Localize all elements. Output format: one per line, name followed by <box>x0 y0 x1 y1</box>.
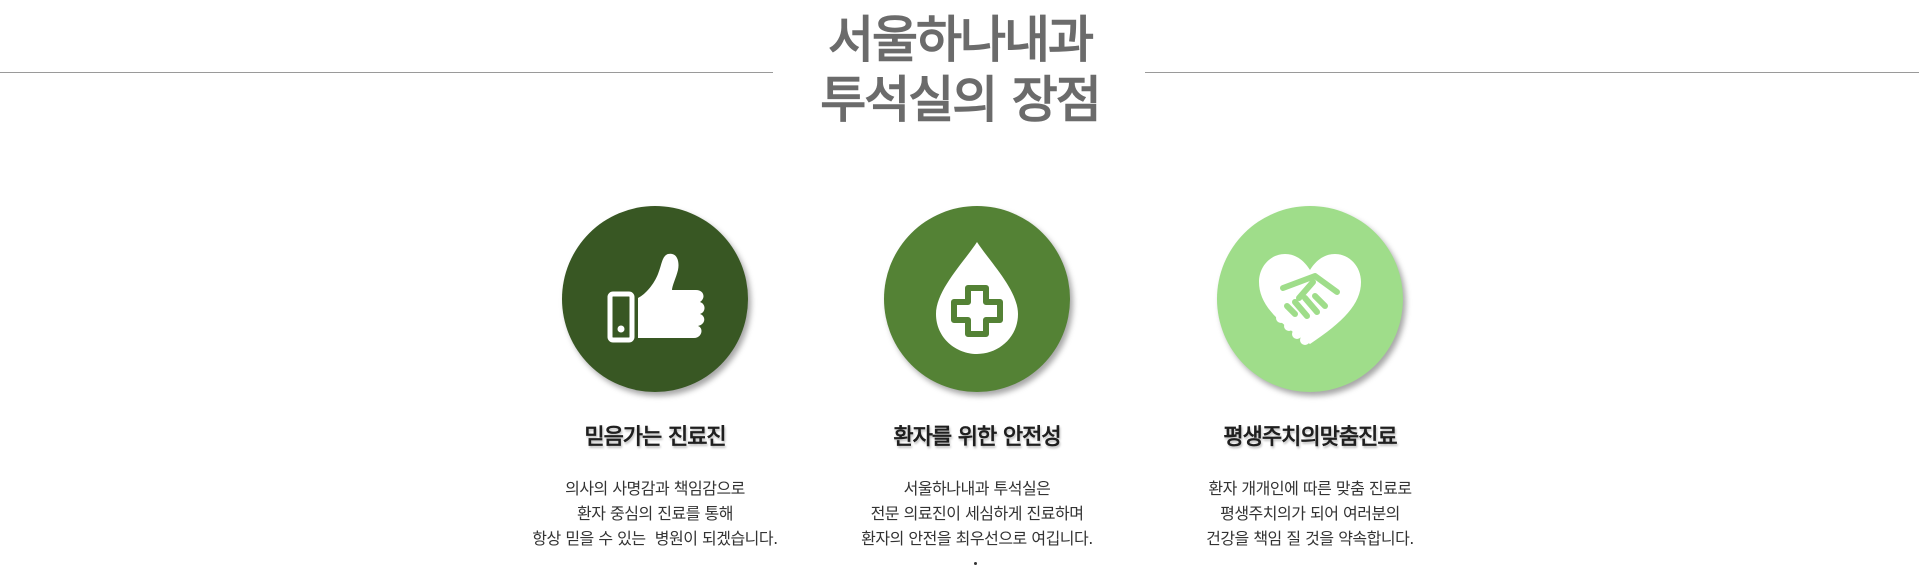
feature-description: 환자 개개인에 따른 맞춤 진료로 평생주치의가 되어 여러분의 건강을 책임 … <box>1160 476 1460 551</box>
feature-description-line: 건강을 책임 질 것을 약속합니다. <box>1206 529 1414 548</box>
feature-patient-safety: 환자를 위한 안전성 서울하나내과 투석실은 전문 의료진이 세심하게 진료하며… <box>827 206 1127 551</box>
feature-icon-circle <box>884 206 1070 392</box>
feature-trusted-doctors: 믿음가는 진료진 의사의 사명감과 책임감으로 환자 중심의 진료를 통해 항상… <box>505 206 805 551</box>
divider-left <box>0 72 773 73</box>
thumbs-up-icon <box>607 253 705 343</box>
feature-description-line: 항상 믿을 수 있는 병원이 되겠습니다. <box>532 529 778 548</box>
page-title: 서울하나내과 투석실의 장점 <box>760 10 1160 130</box>
medical-drop-icon <box>936 242 1018 354</box>
feature-icon-circle <box>1217 206 1403 392</box>
decorative-dot <box>974 562 977 565</box>
feature-lifetime-care: 평생주치의맞춤진료 환자 개개인에 따른 맞춤 진료로 평생주치의가 되어 여러… <box>1160 206 1460 551</box>
divider-right <box>1145 72 1919 73</box>
feature-description-line: 환자 중심의 진료를 통해 <box>577 504 733 523</box>
feature-title: 믿음가는 진료진 <box>584 425 726 450</box>
feature-description: 의사의 사명감과 책임감으로 환자 중심의 진료를 통해 항상 믿을 수 있는 … <box>505 476 805 551</box>
feature-icon-circle <box>562 206 748 392</box>
feature-description-line: 서울하나내과 투석실은 <box>903 479 1051 498</box>
feature-description: 서울하나내과 투석실은 전문 의료진이 세심하게 진료하며 환자의 안전을 최우… <box>827 476 1127 551</box>
page-title-line-2: 투석실의 장점 <box>820 71 1101 129</box>
feature-description-line: 의사의 사명감과 책임감으로 <box>565 479 745 498</box>
feature-description-line: 평생주치의가 되어 여러분의 <box>1220 504 1400 523</box>
feature-title: 평생주치의맞춤진료 <box>1223 425 1397 450</box>
feature-description-line: 환자의 안전을 최우선으로 여깁니다. <box>861 529 1093 548</box>
feature-description-line: 환자 개개인에 따른 맞춤 진료로 <box>1208 479 1412 498</box>
feature-description-line: 전문 의료진이 세심하게 진료하며 <box>870 504 1084 523</box>
feature-title: 환자를 위한 안전성 <box>893 425 1061 450</box>
heart-handshake-icon <box>1259 254 1361 345</box>
page-title-line-1: 서울하나내과 <box>828 11 1094 69</box>
